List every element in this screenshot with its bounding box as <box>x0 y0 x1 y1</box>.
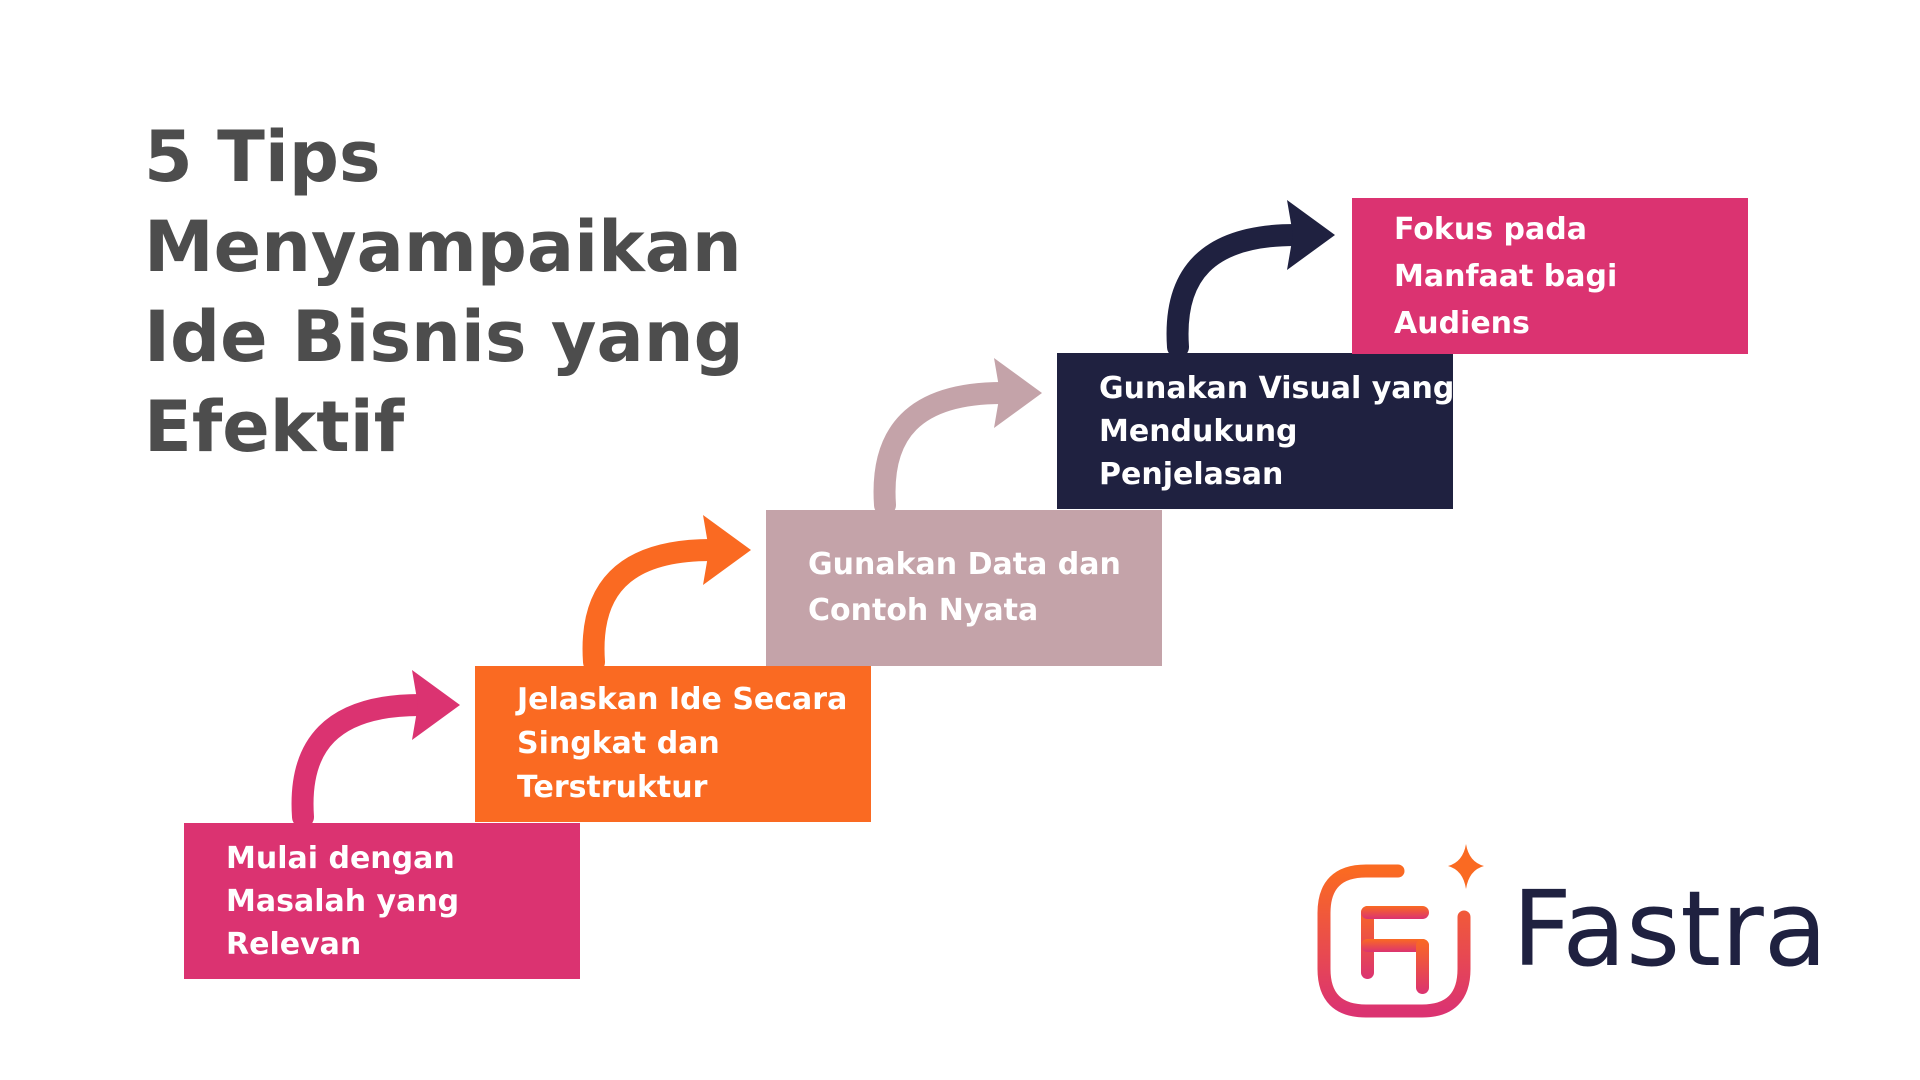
step-text-line: Penjelasan <box>1099 456 1284 492</box>
step-box-3: Gunakan Data dan Contoh Nyata <box>766 510 1162 666</box>
step-box-1: Mulai dengan Masalah yang Relevan <box>184 823 580 979</box>
step-box-5: Fokus pada Manfaat bagi Audiens <box>1352 198 1748 354</box>
step-text-line: Manfaat bagi <box>1394 258 1618 294</box>
step-text-line: Terstruktur <box>517 770 708 805</box>
step-text-line: Jelaskan Ide Secara <box>517 682 848 717</box>
step-text-line: Gunakan Visual yang <box>1099 370 1455 406</box>
step-text-line: Gunakan Data dan <box>808 547 1121 582</box>
step-text-line: Relevan <box>226 926 362 962</box>
title-line: Ide Bisnis yang <box>144 296 744 378</box>
step-text-line: Mulai dengan <box>226 840 455 876</box>
step-box-2: Jelaskan Ide Secara Singkat dan Terstruk… <box>475 666 871 822</box>
curved-arrow-right-icon <box>1166 200 1335 358</box>
step-box-4: Gunakan Visual yang Mendukung Penjelasan <box>1057 353 1455 509</box>
title-line: 5 Tips <box>144 116 381 198</box>
curved-arrow-right-icon <box>873 358 1042 516</box>
page-title: 5 Tips Menyampaikan Ide Bisnis yang Efek… <box>144 112 844 472</box>
fastra-logo-icon <box>1317 844 1484 1018</box>
title-line: Menyampaikan <box>144 206 742 288</box>
step-text-line: Masalah yang <box>226 883 460 919</box>
step-text-line: Singkat dan <box>517 726 720 761</box>
fastra-wordmark: Fastra <box>1512 868 1828 990</box>
fastra-logo: Fastra <box>1312 844 1832 1029</box>
title-line: Efektif <box>144 386 405 468</box>
curved-arrow-right-icon <box>582 515 751 673</box>
step-text-line: Contoh Nyata <box>808 593 1039 628</box>
step-text-line: Audiens <box>1394 305 1530 341</box>
step-text-line: Mendukung <box>1099 413 1298 449</box>
step-text-line: Fokus pada <box>1394 211 1587 247</box>
curved-arrow-right-icon <box>291 670 460 828</box>
